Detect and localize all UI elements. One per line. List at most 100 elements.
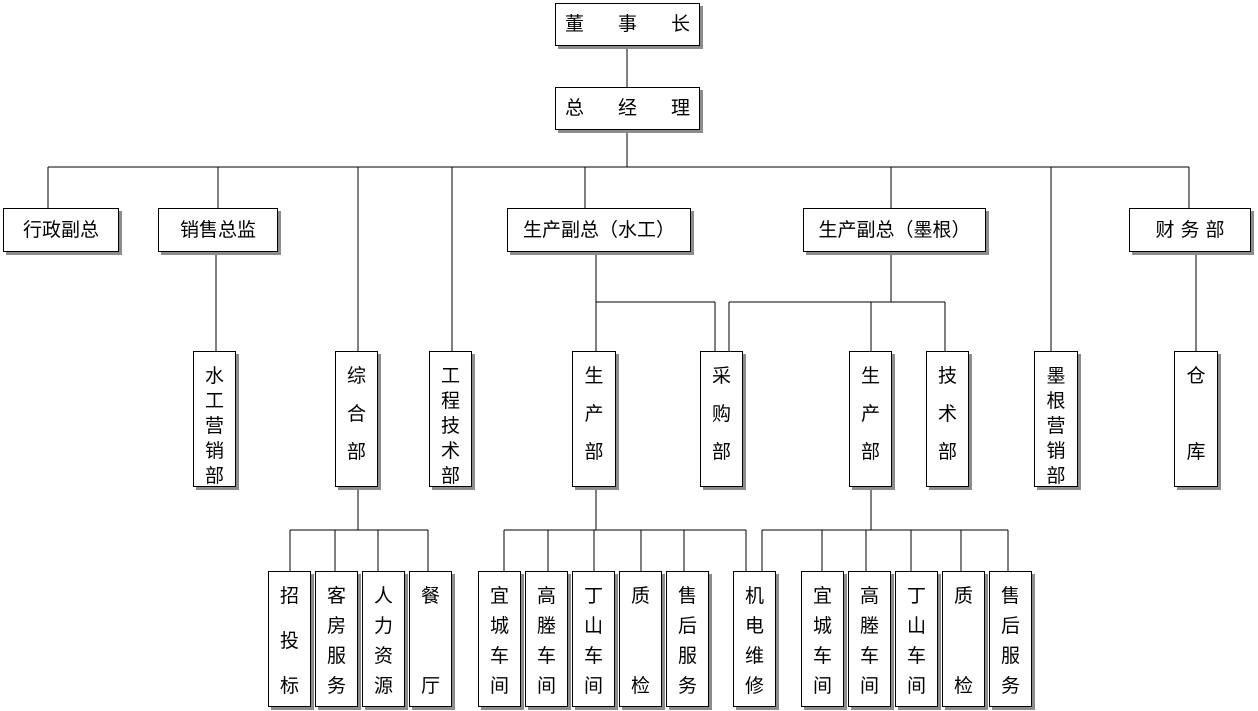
mech-elec-repair-box: 机 电 维 修: [733, 571, 776, 707]
char: 部: [440, 465, 460, 487]
guestroom-service-box: 客 房 服 务: [315, 571, 358, 707]
char: 城: [812, 615, 832, 637]
tech-dept-box: 技 术 部: [926, 351, 969, 487]
quality-check-1-box: 质 检: [619, 571, 662, 707]
char: 间: [583, 675, 603, 697]
char: 人: [373, 585, 393, 607]
char: 塍: [859, 615, 879, 637]
gaoxi-workshop-2-box: 高 塍 车 间: [848, 571, 891, 707]
char: 后: [1000, 615, 1020, 637]
char: 餐: [420, 585, 440, 607]
dingshan-workshop-1-box: 丁 山 车 间: [572, 571, 615, 707]
char: 电: [744, 615, 764, 637]
char: 源: [373, 675, 393, 697]
char: 购: [711, 403, 731, 425]
char: 采: [711, 365, 731, 387]
general-dept-box: 综 合 部: [335, 351, 378, 487]
char: 质: [630, 585, 650, 607]
char: 间: [489, 675, 509, 697]
char: 质: [953, 585, 973, 607]
water-sales-dept-box: 水 工 营 销 部: [193, 351, 236, 487]
char: 务: [1000, 675, 1020, 697]
char: 车: [489, 645, 509, 667]
char: 城: [489, 615, 509, 637]
char: 务: [326, 675, 346, 697]
char: 投: [279, 630, 299, 652]
char: 修: [744, 675, 764, 697]
canteen-box: 餐 厅: [409, 571, 452, 707]
char: 力: [373, 615, 393, 637]
char: 房: [326, 615, 346, 637]
bidding-box: 招 投 标: [268, 571, 311, 707]
char: 服: [677, 645, 697, 667]
char: 间: [812, 675, 832, 697]
warehouse-box: 仓 库: [1174, 351, 1218, 487]
char: 术: [440, 440, 460, 462]
char: 服: [1000, 645, 1020, 667]
char: 服: [326, 645, 346, 667]
after-sales-1-box: 售 后 服 务: [666, 571, 709, 707]
quality-check-2-box: 质 检: [942, 571, 985, 707]
char: 厅: [420, 675, 440, 697]
char: 车: [536, 645, 556, 667]
finance-dept-box: 财 务 部: [1129, 208, 1251, 252]
char: 售: [677, 585, 697, 607]
char: 部: [204, 465, 224, 487]
char: 间: [859, 675, 879, 697]
char: 库: [1186, 441, 1206, 463]
char: 产: [584, 403, 604, 425]
production-vp-mogen-box: 生产副总（墨根）: [803, 208, 986, 252]
purchasing-dept-box: 采 购 部: [700, 351, 743, 487]
sales-director-box: 销售总监: [158, 208, 278, 252]
char: 标: [279, 675, 299, 697]
char: 生: [584, 365, 604, 387]
char: 车: [583, 645, 603, 667]
char: 程: [440, 390, 460, 412]
char: 工: [204, 390, 224, 412]
char: 宜: [812, 585, 832, 607]
char: 仓: [1186, 365, 1206, 387]
char: 间: [906, 675, 926, 697]
chairman-box: 董 事 长: [555, 3, 700, 46]
char: 售: [1000, 585, 1020, 607]
mogen-sales-dept-box: 墨 根 营 销 部: [1034, 351, 1078, 487]
char: 合: [346, 403, 366, 425]
char: 部: [711, 441, 731, 463]
admin-vp-box: 行政副总: [3, 208, 119, 252]
char: 丁: [583, 585, 603, 607]
char: 间: [536, 675, 556, 697]
production-dept-2-box: 生 产 部: [849, 351, 892, 487]
char: 车: [859, 645, 879, 667]
human-resources-box: 人 力 资 源: [362, 571, 405, 707]
char: 客: [326, 585, 346, 607]
char: 销: [1046, 440, 1066, 462]
char: 部: [937, 441, 957, 463]
char: 根: [1046, 390, 1066, 412]
char: 高: [859, 585, 879, 607]
char: 综: [346, 365, 366, 387]
char: 宜: [489, 585, 509, 607]
production-dept-1-box: 生 产 部: [572, 351, 616, 487]
char: 营: [204, 415, 224, 437]
char: 术: [937, 403, 957, 425]
char: 生: [860, 365, 880, 387]
char: 检: [953, 675, 973, 697]
char: 部: [584, 441, 604, 463]
yicheng-workshop-1-box: 宜 城 车 间: [478, 571, 521, 707]
char: 后: [677, 615, 697, 637]
char: 部: [346, 441, 366, 463]
char: 丁: [906, 585, 926, 607]
dingshan-workshop-2-box: 丁 山 车 间: [895, 571, 938, 707]
char: 维: [744, 645, 764, 667]
char: 高: [536, 585, 556, 607]
engineering-tech-dept-box: 工 程 技 术 部: [429, 351, 472, 487]
char: 车: [906, 645, 926, 667]
yicheng-workshop-2-box: 宜 城 车 间: [801, 571, 844, 707]
char: 招: [279, 585, 299, 607]
char: 山: [583, 615, 603, 637]
char: 塍: [536, 615, 556, 637]
char: 技: [937, 365, 957, 387]
char: 部: [1046, 465, 1066, 487]
char: 技: [440, 415, 460, 437]
char: 水: [204, 365, 224, 387]
